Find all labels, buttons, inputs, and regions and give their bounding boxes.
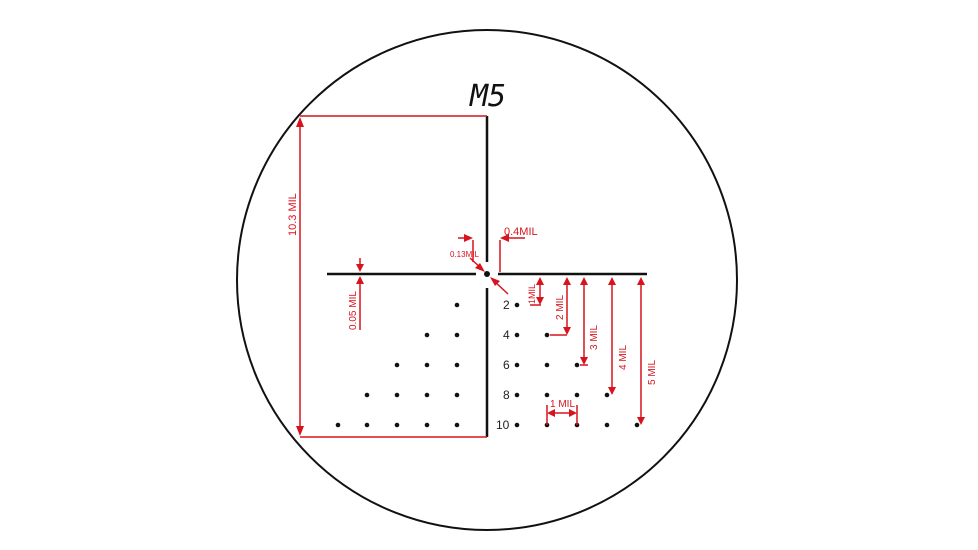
scope-field-circle [236,29,738,531]
label-hold-4: 4 MIL [618,345,629,370]
center-dot [484,271,490,277]
row-label-8: 8 [503,388,510,402]
label-line-thickness: 0.05 MIL [348,291,359,330]
crosshair [327,116,647,437]
left-dot-grid [335,302,460,428]
label-hold-5: 5 MIL [647,360,658,385]
reticle-name: M5 [469,79,506,114]
annotations [296,115,645,438]
row-label-6: 6 [503,358,510,372]
label-hold-1: 1MIL [527,284,537,304]
row-label-2: 2 [503,298,510,312]
label-dot-spacing: 1 MIL [550,399,575,410]
label-hold-2: 2 MIL [555,295,566,320]
label-post-width: 0.4MIL [504,226,538,238]
label-total-height: 10.3 MIL [287,193,299,236]
label-hold-3: 3 MIL [589,325,600,350]
label-center-dot: 0.13MIL [450,250,479,259]
row-label-4: 4 [503,328,510,342]
row-label-10: 10 [496,418,510,432]
